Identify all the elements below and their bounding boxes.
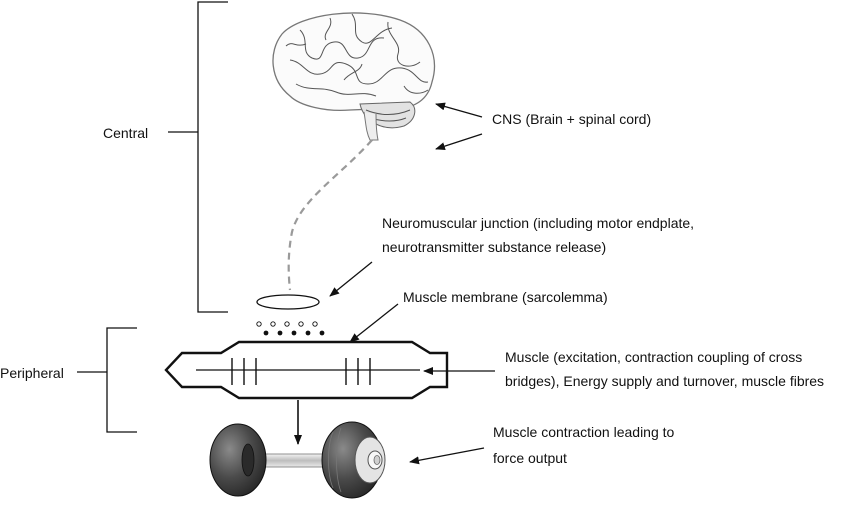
force-label-line1: Muscle contraction leading to <box>493 424 675 440</box>
force-label-line2: force output <box>493 450 567 466</box>
peripheral-label: Peripheral <box>0 365 64 381</box>
nmj-label-line2: neurotransmitter substance release) <box>382 239 606 255</box>
cns-arrow-top <box>435 102 483 118</box>
neurotransmitter-vesicles <box>256 321 325 336</box>
membrane-label: Muscle membrane (sarcolemma) <box>403 289 608 305</box>
spinal-cord-dashed <box>287 139 373 291</box>
muscle-label-line2: bridges), Energy supply and turnover, mu… <box>505 373 824 389</box>
muscle-label-line1: Muscle (excitation, contraction coupling… <box>505 349 802 365</box>
nmj-arrow <box>329 261 373 297</box>
muscle-fibre <box>164 340 449 400</box>
cns-arrow-bottom <box>435 133 483 151</box>
dumbbell-icon <box>209 421 386 499</box>
force-arrow <box>409 447 485 465</box>
membrane-arrow <box>349 303 399 343</box>
nmj-label-line1: Neuromuscular junction (including motor … <box>382 215 694 231</box>
peripheral-bracket <box>77 327 137 433</box>
motor-endplate <box>256 294 320 310</box>
central-label: Central <box>103 125 148 141</box>
brain-icon <box>272 12 436 141</box>
central-bracket <box>168 1 228 313</box>
cns-label: CNS (Brain + spinal cord) <box>492 111 651 127</box>
